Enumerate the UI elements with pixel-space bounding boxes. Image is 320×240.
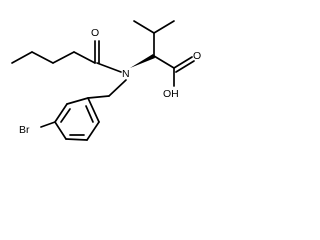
carbonyl-oxygen-label: O — [193, 50, 201, 62]
nitrogen-label: N — [122, 68, 130, 80]
bond — [73, 51, 96, 64]
bond — [87, 97, 100, 123]
background — [0, 0, 229, 156]
pentanoyl-chain — [11, 51, 96, 64]
bond — [96, 62, 122, 73]
bond — [86, 121, 100, 141]
bond — [153, 20, 175, 34]
chemical-structure: O N O OH Br — [0, 0, 229, 156]
bond — [54, 103, 68, 123]
bond — [153, 55, 175, 69]
bond — [108, 79, 127, 97]
carboxylic-acid: O OH — [153, 50, 201, 100]
bond — [173, 56, 193, 69]
bond — [87, 95, 110, 99]
benzene-ring — [54, 95, 110, 141]
bromine-label: Br — [19, 124, 30, 136]
bond — [52, 51, 75, 64]
bond — [31, 51, 54, 64]
bond — [133, 20, 155, 34]
bond — [85, 105, 94, 123]
hydroxyl-label: OH — [163, 88, 179, 100]
bond — [40, 121, 56, 128]
bond — [66, 97, 89, 105]
bond — [54, 121, 67, 140]
amide-carbonyl: O — [91, 27, 100, 64]
bond — [11, 51, 33, 64]
bond — [65, 138, 88, 141]
amide-oxygen-label: O — [91, 27, 99, 39]
stereo-wedge-bond — [130, 54, 155, 68]
bond — [60, 108, 71, 123]
isopropyl-group — [133, 20, 175, 57]
bond — [175, 60, 195, 73]
